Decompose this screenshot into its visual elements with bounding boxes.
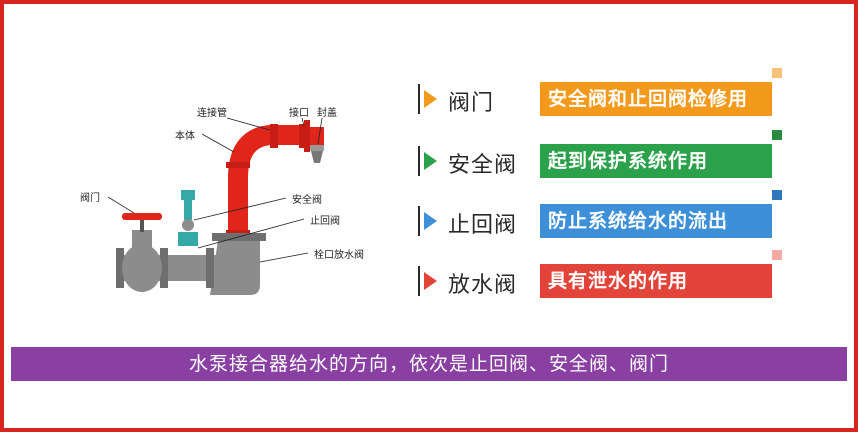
label-safety-valve: 安全阀 [292, 195, 322, 206]
gate-valve-stem [140, 218, 144, 232]
outlet-flange [304, 120, 310, 152]
legend-name: 放水阀 [448, 273, 518, 298]
legend-desc-badge: 起到保护系统作用 [540, 144, 772, 178]
leader-benti [201, 133, 235, 153]
label-cap: 封盖 [317, 108, 337, 119]
leader-fenggai [317, 117, 323, 145]
legend-desc-badge: 具有泄水的作用 [540, 264, 772, 298]
gate-valve-bonnet [132, 230, 152, 250]
row-divider [418, 84, 420, 114]
leader-zhihuifa [197, 218, 305, 249]
safety-valve-stem [184, 200, 192, 220]
pump-connector-diagram: 连接管 接口 封盖 本体 阀门 安全阀 止回阀 栓口放水阀 [60, 90, 400, 320]
leader-famen [107, 196, 135, 214]
badge-corner [772, 190, 782, 200]
legend-row-fangshuifa: 放水阀 具有泄水的作用 [418, 250, 798, 302]
arrow-icon [424, 212, 437, 230]
pipe-flange-2 [206, 248, 214, 288]
base-housing [210, 240, 260, 295]
pump-connector-illustration [107, 117, 324, 295]
safety-valve-body [182, 219, 194, 231]
pipe-flange-3 [116, 248, 124, 288]
badge-corner [772, 130, 782, 140]
arrow-icon [424, 152, 437, 170]
flange-1 [270, 124, 278, 148]
label-drain-valve: 栓口放水阀 [314, 250, 364, 261]
body-pipe [228, 125, 310, 285]
legend-row-famen: 阀门 安全阀和止回阀检修用 [418, 68, 798, 120]
legend-name: 止回阀 [448, 213, 518, 238]
label-body: 本体 [175, 131, 195, 142]
legend-desc-badge: 防止系统给水的流出 [540, 204, 772, 238]
label-check-valve: 止回阀 [310, 216, 340, 227]
gate-valve-body [122, 244, 162, 292]
arrow-icon [424, 90, 437, 108]
row-divider [418, 146, 420, 176]
safety-valve-cap [181, 190, 195, 200]
cap-nut-2 [311, 151, 323, 163]
row-divider [418, 266, 420, 296]
cap-nut-1 [310, 145, 324, 151]
leader-jiekou [301, 117, 305, 127]
leader-anquanfa [193, 197, 287, 221]
safety-valve-base [178, 232, 198, 246]
outlet [308, 127, 324, 145]
row-divider [418, 206, 420, 236]
legend-row-anquanfa: 安全阀 起到保护系统作用 [418, 130, 798, 182]
label-connecting-pipe: 连接管 [197, 108, 227, 119]
legend-name: 阀门 [448, 91, 495, 116]
footer-caption: 水泵接合器给水的方向，依次是止回阀、安全阀、阀门 [11, 347, 847, 381]
leader-lianjieguan [226, 117, 271, 131]
arrow-icon [424, 272, 437, 290]
body-flange [226, 162, 250, 168]
flange-2 [299, 124, 307, 148]
handwheel [122, 213, 162, 220]
label-gate-valve: 阀门 [80, 193, 100, 204]
label-interface: 接口 [289, 108, 309, 119]
legend-name: 安全阀 [448, 153, 518, 178]
badge-corner [772, 250, 782, 260]
legend-row-zhihuifa: 止回阀 防止系统给水的流出 [418, 190, 798, 242]
pipe-flange-1 [160, 248, 168, 288]
badge-corner [772, 68, 782, 78]
leader-fangshuifa [259, 252, 309, 263]
legend-desc-badge: 安全阀和止回阀检修用 [540, 82, 772, 116]
